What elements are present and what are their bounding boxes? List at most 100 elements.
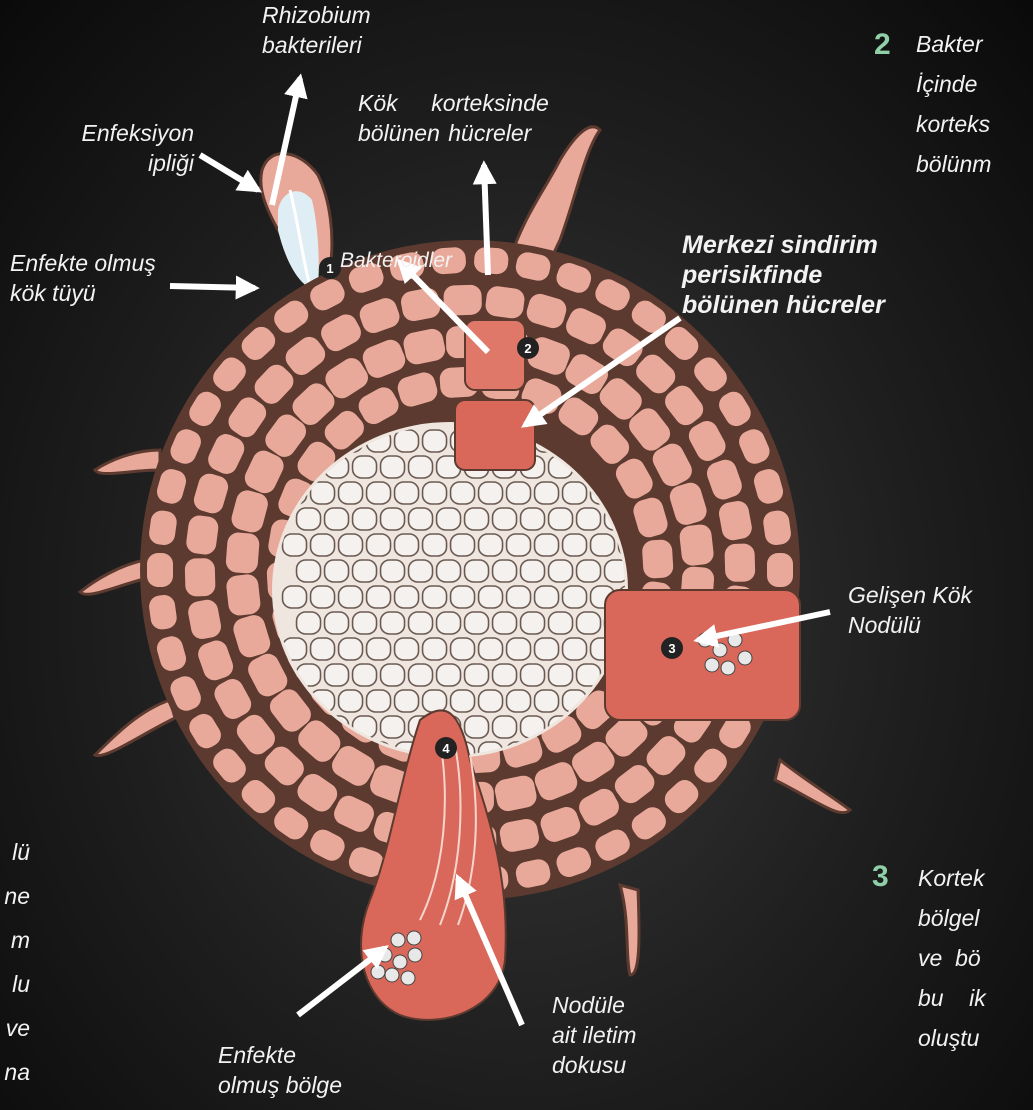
- stele-cell: [479, 690, 503, 712]
- cortex-cell: [473, 247, 509, 275]
- stele-cell: [465, 716, 489, 738]
- stele-cell: [493, 664, 517, 686]
- cortex-cell: [147, 553, 173, 587]
- stele-cell: [423, 690, 447, 712]
- stele-cell: [563, 534, 587, 556]
- label-bacteroids: Bakteroidler: [340, 246, 452, 276]
- stele-cell: [521, 612, 545, 634]
- stele-cell: [409, 664, 433, 686]
- stele-cell: [451, 534, 475, 556]
- stele-cell: [549, 612, 573, 634]
- stele-cell: [395, 482, 419, 504]
- stele-cell: [367, 482, 391, 504]
- stele-cell: [353, 508, 377, 530]
- stele-cell: [325, 560, 349, 582]
- stele-cell: [437, 612, 461, 634]
- label-developing-nodule: Gelişen KökNodülü: [848, 580, 972, 640]
- stele-cell: [381, 560, 405, 582]
- stele-cell: [339, 482, 363, 504]
- stele-cell: [353, 456, 377, 478]
- stele-cell: [535, 534, 559, 556]
- stele-cell: [563, 638, 587, 660]
- stele-cell: [381, 612, 405, 634]
- root-hair-left-mid: [80, 560, 148, 594]
- stele-cell: [521, 560, 545, 582]
- stele-cell: [493, 612, 517, 634]
- stele-cell: [535, 690, 559, 712]
- stele-cell: [339, 534, 363, 556]
- step-3-number: 3: [872, 860, 889, 894]
- stele-cell: [507, 638, 531, 660]
- stele-cell: [311, 586, 335, 608]
- stele-cell: [465, 664, 489, 686]
- stele-cell: [423, 430, 447, 452]
- stele-cell: [353, 664, 377, 686]
- stele-cell: [493, 508, 517, 530]
- cortex-cell: [679, 523, 715, 566]
- cortex-cell: [185, 558, 216, 597]
- stele-cell: [549, 664, 573, 686]
- stele-cell: [283, 586, 307, 608]
- stele-cell: [423, 482, 447, 504]
- stele-cell: [507, 534, 531, 556]
- stele-cell: [367, 690, 391, 712]
- stele-cell: [297, 508, 321, 530]
- stele-cell: [577, 612, 601, 634]
- left-cropped-text: lünemluvena: [0, 830, 30, 1094]
- step-2-text: Bakterİçindekorteksbölünm: [916, 24, 991, 184]
- arrow-root-hair: [170, 286, 255, 288]
- stele-cell: [437, 560, 461, 582]
- root-hair-left-low: [95, 700, 175, 756]
- stele-cell: [395, 690, 419, 712]
- cortex-cell: [225, 532, 260, 574]
- developing-nodule: [605, 590, 800, 720]
- stele-cell: [549, 560, 573, 582]
- cortex-cell: [225, 573, 261, 616]
- stele-cell: [507, 482, 531, 504]
- stele-cell: [367, 638, 391, 660]
- stele-cell: [577, 560, 601, 582]
- stele-cell: [339, 638, 363, 660]
- stele-cell: [311, 638, 335, 660]
- stele-cell: [353, 612, 377, 634]
- stele-cell: [297, 560, 321, 582]
- stele-cell: [367, 534, 391, 556]
- stele-cell: [297, 612, 321, 634]
- stele-cell: [409, 508, 433, 530]
- root-hair-bottom-right: [620, 885, 639, 975]
- stele-cell: [423, 586, 447, 608]
- stele-cell: [563, 482, 587, 504]
- label-cortex-dividing: Kök korteksindebölünen hücreler: [358, 88, 549, 148]
- marker-3-label: 3: [668, 641, 675, 656]
- cortex-cell: [724, 543, 755, 582]
- stele-cell: [423, 534, 447, 556]
- root-hair-left-upper: [95, 450, 160, 474]
- stele-cell: [521, 508, 545, 530]
- stele-cell: [325, 508, 349, 530]
- stele-cell: [339, 690, 363, 712]
- stele-cell: [479, 638, 503, 660]
- stele-cell: [479, 482, 503, 504]
- stele-cell: [451, 482, 475, 504]
- label-pericycle-cells: Merkezi sindirimperisikfindebölünen hücr…: [682, 230, 885, 320]
- stele-cell: [339, 586, 363, 608]
- label-infected-zone: Enfekteolmuş bölge: [218, 1040, 342, 1100]
- stele-cell: [283, 534, 307, 556]
- stele-cell: [591, 534, 615, 556]
- step-2-number: 2: [874, 28, 891, 62]
- arrow-infection-thread: [200, 155, 258, 190]
- stele-cell: [451, 638, 475, 660]
- stele-cell: [465, 560, 489, 582]
- stele-cell: [437, 664, 461, 686]
- stele-cell: [465, 508, 489, 530]
- bacteria-in-hair: [278, 191, 319, 290]
- stele-cell: [437, 508, 461, 530]
- step-3-text: Kortekbölgelve böbu ikoluştu: [918, 858, 986, 1058]
- stele-cell: [381, 508, 405, 530]
- stele-cell: [549, 508, 573, 530]
- stele-cell: [395, 430, 419, 452]
- stele-cell: [395, 638, 419, 660]
